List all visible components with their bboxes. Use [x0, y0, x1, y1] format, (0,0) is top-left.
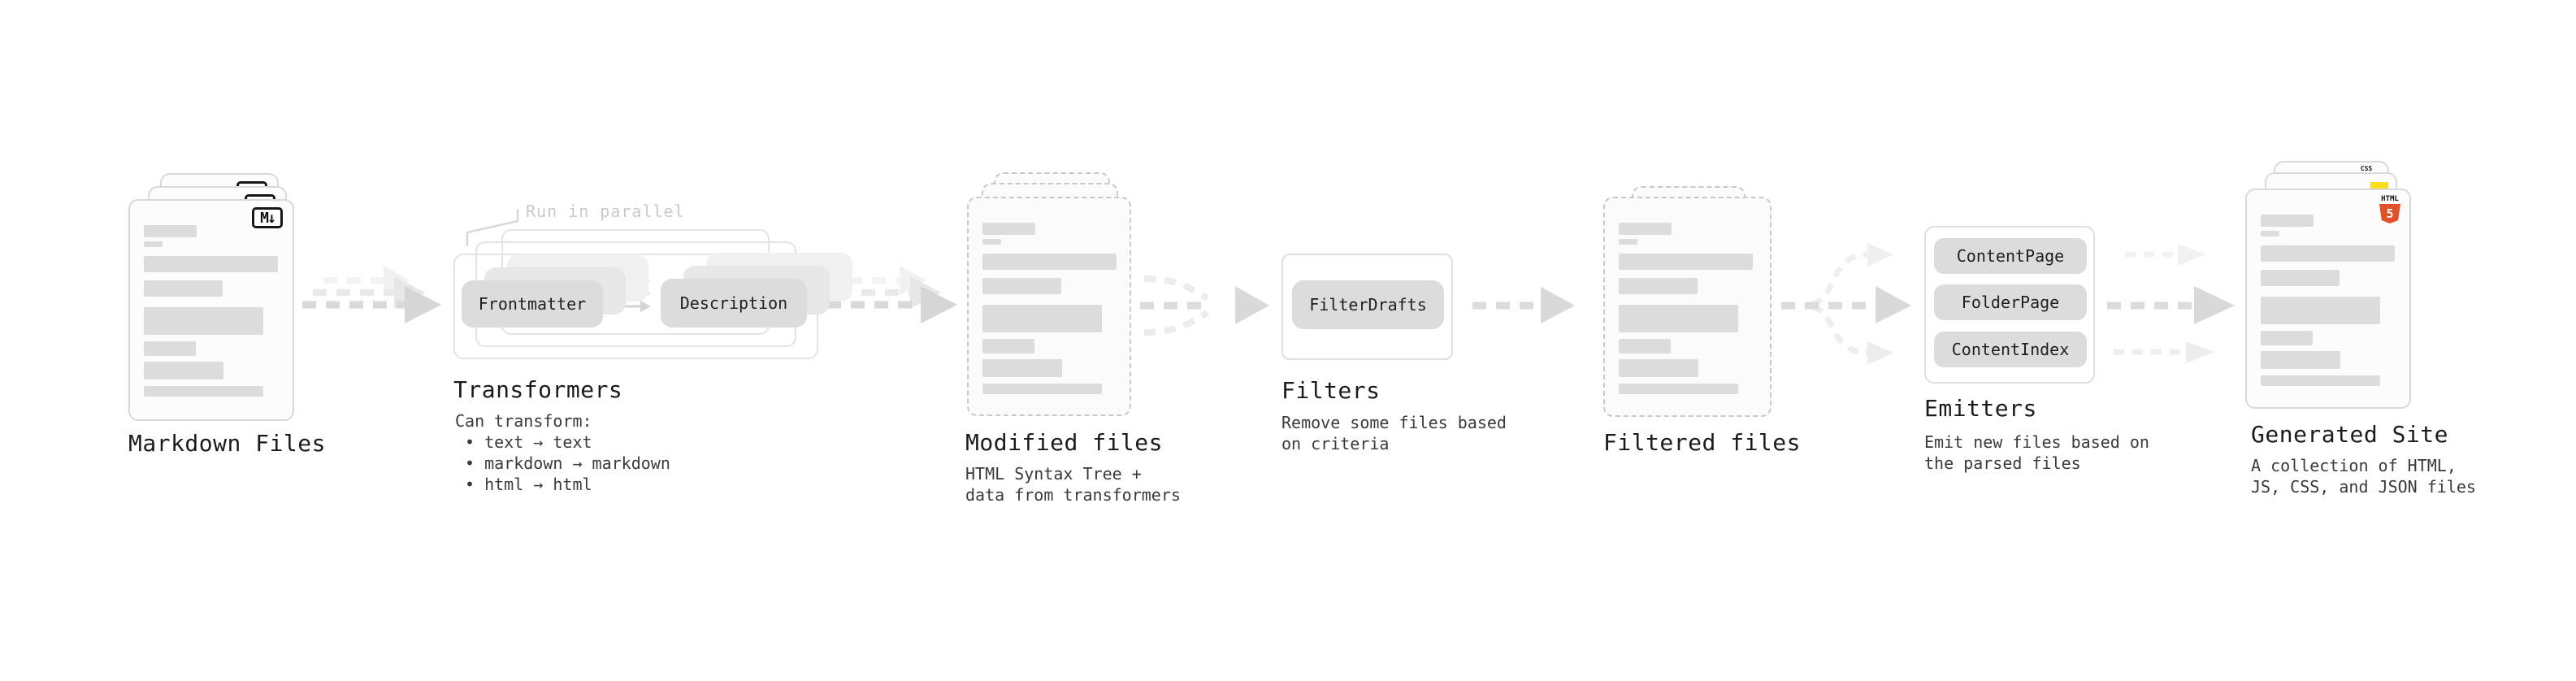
description-node: Description	[661, 279, 807, 327]
javascript-icon	[2370, 182, 2388, 189]
description-line: on criteria	[1281, 434, 1390, 453]
generated-site-description: A collection of HTML, JS, CSS, and JSON …	[2251, 455, 2476, 497]
modified-files-description: HTML Syntax Tree + data from transformer…	[965, 463, 1181, 505]
folder-page-node-label: FolderPage	[1961, 293, 2060, 312]
description-line: Emit new files based on	[1924, 432, 2149, 452]
transformers-description: Can transform: • text → text • markdown …	[455, 410, 670, 495]
placeholder-text-bar	[1619, 384, 1738, 394]
arrow-filters-to-filtered	[1472, 287, 1575, 323]
run-in-parallel-leader-line	[466, 209, 519, 246]
placeholder-text-bar	[2261, 270, 2340, 286]
placeholder-text-bar	[1619, 239, 1637, 245]
description-line: data from transformers	[965, 485, 1181, 505]
placeholder-text-bar	[2261, 297, 2380, 324]
markdown-badge-text: M↓	[260, 209, 276, 227]
arrow-modified-to-filters	[1140, 275, 1269, 336]
placeholder-text-bar	[2261, 331, 2313, 345]
description-line: HTML Syntax Tree +	[965, 464, 1142, 484]
placeholder-text-bar	[1619, 278, 1698, 294]
placeholder-text-bar	[1619, 339, 1671, 354]
frontmatter-node: Frontmatter	[462, 280, 603, 327]
placeholder-text-bar	[982, 223, 1035, 235]
placeholder-text-bar	[144, 307, 263, 335]
placeholder-text-bar	[982, 384, 1102, 394]
placeholder-text-bar	[1619, 223, 1672, 235]
placeholder-text-bar	[2261, 375, 2380, 386]
content-page-node: ContentPage	[1934, 238, 2087, 274]
placeholder-text-bar	[982, 278, 1061, 294]
description-line: Remove some files based	[1281, 413, 1507, 432]
css-badge-text: CSS	[2360, 165, 2373, 172]
markdown-file-page-front: M↓	[128, 199, 294, 421]
placeholder-text-bar	[144, 386, 263, 397]
description-line: • text → text	[465, 432, 592, 452]
frontmatter-node-label: Frontmatter	[478, 294, 587, 314]
placeholder-text-bar	[2261, 231, 2279, 236]
description-line: • markdown → markdown	[465, 453, 670, 473]
emitters-description: Emit new files based on the parsed files	[1924, 432, 2149, 474]
placeholder-text-bar	[144, 225, 197, 237]
placeholder-text-bar	[982, 339, 1034, 354]
folder-page-node: FolderPage	[1934, 284, 2087, 320]
modified-file-page-front	[967, 197, 1131, 416]
placeholder-text-bar	[982, 359, 1062, 377]
description-line: Can transform:	[455, 411, 592, 431]
placeholder-text-bar	[1619, 359, 1698, 377]
modified-files-label: Modified files	[965, 429, 1164, 456]
filters-description: Remove some files based on criteria	[1281, 412, 1507, 454]
filtered-file-page-front	[1603, 197, 1772, 417]
placeholder-text-bar	[982, 239, 1001, 245]
transformers-label: Transformers	[453, 376, 623, 403]
html5-badge-text: HTML	[2381, 195, 2399, 203]
placeholder-text-bar	[144, 362, 223, 380]
placeholder-text-bar	[982, 254, 1117, 270]
html5-icon: HTML 5	[2379, 195, 2401, 223]
placeholder-text-bar	[144, 341, 196, 356]
placeholder-text-bar	[2261, 245, 2395, 262]
markdown-files-label: Markdown Files	[128, 430, 327, 457]
filter-drafts-node-label: FilterDrafts	[1309, 295, 1427, 314]
filter-drafts-node: FilterDrafts	[1292, 280, 1444, 329]
placeholder-text-bar	[1619, 254, 1753, 270]
placeholder-text-bar	[982, 305, 1102, 332]
description-line: A collection of HTML,	[2251, 456, 2457, 475]
arrow-emitters-to-generated	[2107, 244, 2235, 363]
placeholder-text-bar	[2261, 215, 2314, 227]
placeholder-text-bar	[144, 241, 163, 247]
content-index-node: ContentIndex	[1934, 332, 2087, 367]
description-line: the parsed files	[1924, 453, 2081, 473]
generated-site-label: Generated Site	[2251, 421, 2449, 448]
placeholder-text-bar	[1619, 305, 1738, 332]
filtered-files-label: Filtered files	[1603, 429, 1802, 456]
description-line: • html → html	[465, 475, 592, 494]
run-in-parallel-annotation: Run in parallel	[526, 202, 685, 221]
placeholder-text-bar	[144, 256, 278, 272]
html-file-page: HTML 5	[2245, 189, 2411, 409]
arrow-filtered-to-emitters	[1781, 243, 1911, 365]
markdown-icon: M↓	[252, 207, 283, 228]
html5-number: 5	[2386, 206, 2394, 221]
placeholder-text-bar	[2261, 351, 2340, 369]
placeholder-text-bar	[144, 280, 223, 297]
content-index-node-label: ContentIndex	[1951, 340, 2070, 359]
emitters-label: Emitters	[1924, 395, 2037, 422]
description-node-label: Description	[679, 293, 788, 313]
description-line: JS, CSS, and JSON files	[2251, 477, 2476, 497]
filters-label: Filters	[1281, 377, 1381, 404]
html5-shield: 5	[2379, 204, 2400, 223]
arrow-markdown-to-transformers	[302, 266, 441, 323]
content-page-node-label: ContentPage	[1956, 246, 2065, 266]
